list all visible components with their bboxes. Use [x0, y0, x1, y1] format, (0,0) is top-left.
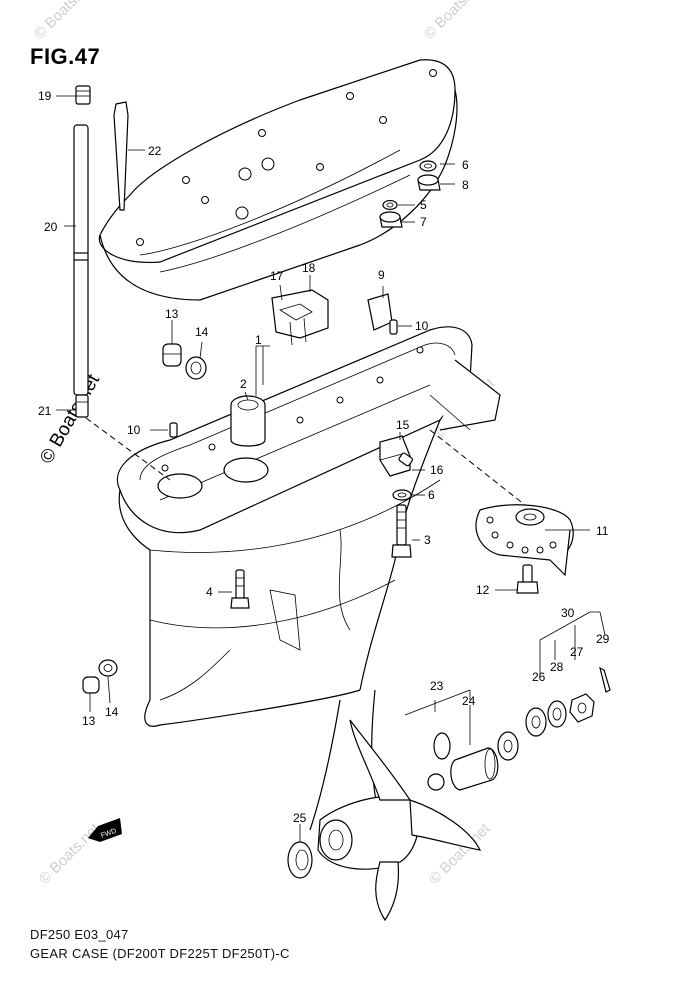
- anode-pin: [113, 101, 129, 211]
- washer-28: [547, 700, 567, 728]
- callout-14-upper: 14: [195, 325, 209, 339]
- propeller: [317, 719, 482, 922]
- bushing-24: [427, 732, 499, 791]
- callout-13-lower: 13: [82, 714, 96, 728]
- callout-4: 4: [206, 585, 213, 599]
- propeller-nut-27: [569, 693, 595, 723]
- plug-13-lower: [82, 676, 100, 694]
- cotter-pin-29: [599, 666, 611, 693]
- callout-15: 15: [396, 418, 410, 432]
- gasket-14-lower: [98, 659, 118, 677]
- callout-9: 9: [378, 268, 385, 282]
- shift-bracket-17-18: [271, 289, 329, 346]
- callout-12: 12: [476, 583, 490, 597]
- bolt-12: [516, 564, 539, 594]
- callout-24: 24: [462, 694, 476, 708]
- callout-29: 29: [596, 632, 610, 646]
- washer-6-lower: [392, 489, 412, 501]
- hardware-washer-5: [382, 199, 398, 211]
- bolt-3: [391, 504, 412, 558]
- water-tube-plug: [75, 85, 91, 105]
- callout-20: 20: [44, 220, 58, 234]
- pad-9: [367, 293, 393, 331]
- callout-1: 1: [255, 333, 262, 347]
- water-tube-seal: [75, 394, 89, 418]
- callout-6-top: 6: [462, 158, 469, 172]
- callout-labels: 19 22 20 21 6 8 5 7 9 17 18 10 13 14 1 2…: [38, 89, 610, 825]
- callout-27: 27: [570, 645, 584, 659]
- callout-22: 22: [148, 144, 162, 158]
- model-line-caption: DF250 E03_047: [30, 927, 129, 942]
- screw-16: [398, 452, 414, 467]
- callout-25: 25: [293, 811, 307, 825]
- trim-tab-anode-11: [475, 504, 574, 577]
- callout-30: 30: [561, 606, 575, 620]
- callout-10-lower: 10: [127, 423, 141, 437]
- ring-25: [287, 841, 313, 879]
- figure-title: FIG.47: [30, 44, 101, 69]
- callout-19: 19: [38, 89, 52, 103]
- callout-21: 21: [38, 404, 52, 418]
- callout-6-lower: 6: [428, 488, 435, 502]
- callout-2: 2: [240, 377, 247, 391]
- gear-case-body: [116, 326, 501, 831]
- callout-13-upper: 13: [165, 307, 179, 321]
- hardware-nut-8: [417, 174, 441, 191]
- callout-7: 7: [420, 215, 427, 229]
- thrust-washer-26: [525, 707, 547, 737]
- callout-8: 8: [462, 178, 469, 192]
- callout-23: 23: [430, 679, 444, 693]
- callout-18: 18: [302, 261, 316, 275]
- trim-tab-block-15: [379, 435, 411, 477]
- bolt-4: [230, 569, 250, 609]
- hardware-washer-6-top: [419, 160, 437, 172]
- gasket-14-upper: [185, 356, 207, 380]
- faint-watermark-top-right: © Boats.net: [421, 0, 489, 43]
- faint-watermark-lower-left: © Boats.net: [36, 820, 104, 888]
- callout-10-upper: 10: [415, 319, 429, 333]
- watermark-main: © Boats.net: [36, 370, 104, 467]
- faint-watermark-top-left: © Boats.net: [31, 0, 99, 43]
- leader-lines: [56, 95, 606, 842]
- callout-5: 5: [420, 198, 427, 212]
- water-tube: [73, 124, 89, 396]
- fwd-direction-marker: FWD: [88, 818, 122, 842]
- callout-28: 28: [550, 660, 564, 674]
- plug-13-upper: [162, 343, 182, 367]
- description-caption: GEAR CASE (DF200T DF225T DF250T)-C: [30, 946, 290, 961]
- callout-3: 3: [424, 533, 431, 547]
- cavitation-plate-cover: [98, 59, 458, 301]
- callout-26: 26: [532, 670, 546, 684]
- hardware-nut-7: [379, 211, 403, 228]
- callout-17: 17: [270, 269, 284, 283]
- callout-11: 11: [596, 524, 609, 538]
- dowel-pin-10-lower: [169, 422, 178, 438]
- dowel-pin-10-upper: [389, 319, 398, 335]
- spacer-23: [497, 731, 519, 761]
- callout-14-lower: 14: [105, 705, 119, 719]
- callout-16: 16: [430, 463, 444, 477]
- alignment-dashes: [85, 417, 526, 506]
